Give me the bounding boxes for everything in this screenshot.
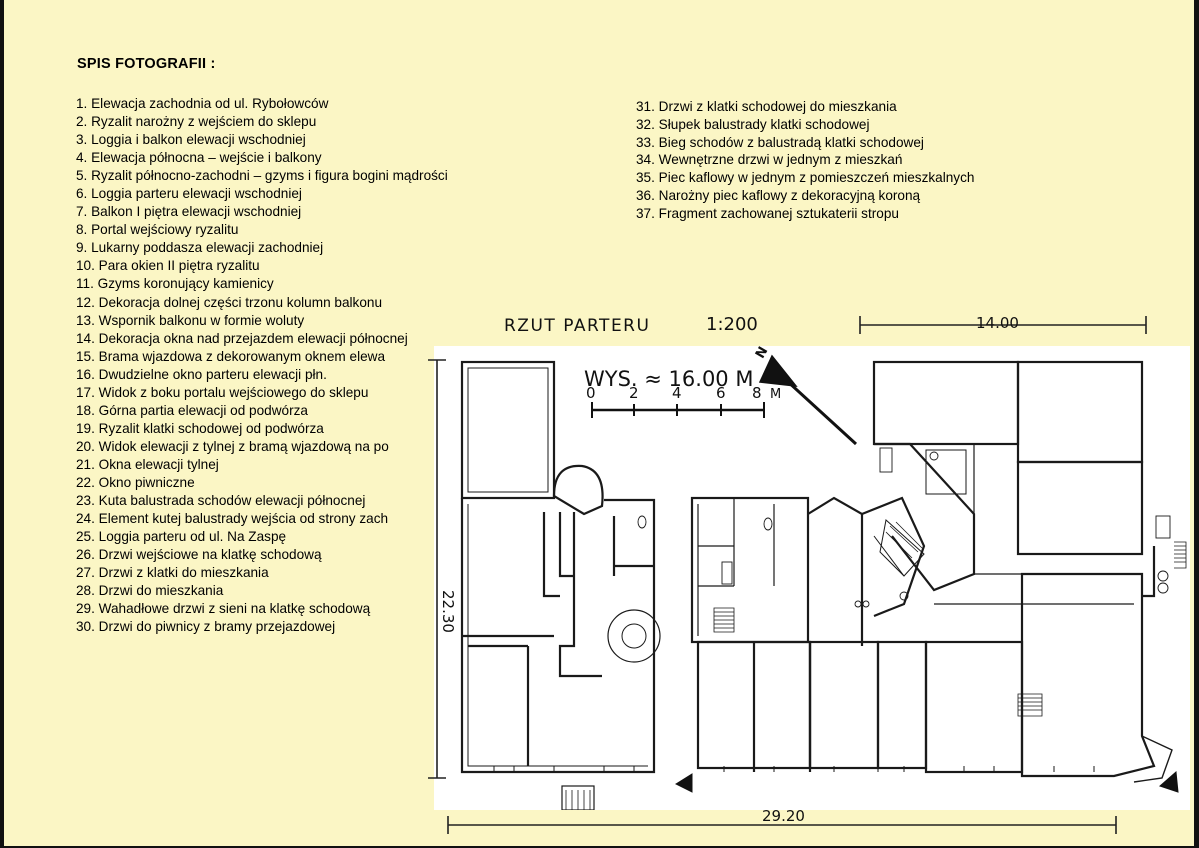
plan-dimensions: RZUT PARTERU 1:200 14.00 29.20 22.30 N [428, 314, 1147, 834]
photo-list-item: 3. Loggia i balkon elewacji wschodniej [76, 132, 306, 148]
photo-list-item: 33. Bieg schodów z balustradą klatki sch… [636, 134, 924, 150]
photo-list-item: 19. Ryzalit klatki schodowej od podwórza [76, 420, 324, 436]
dimension-bottom: 29.20 [762, 807, 805, 825]
photo-list-item: 15. Brama wjazdowa z dekorowanym oknem e… [76, 348, 386, 364]
photo-list-item: 9. Lukarny poddasza elewacji zachodniej [76, 240, 324, 256]
photo-list-item: 22. Okno piwniczne [76, 474, 195, 490]
photo-list-item: 17. Widok z boku portalu wejściowego do … [76, 384, 369, 400]
scale-label-0: 0 [586, 384, 596, 402]
photo-list-item: 6. Loggia parteru elewacji wschodniej [76, 186, 302, 202]
photo-list-item: 32. Słupek balustrady klatki schodowej [636, 116, 870, 132]
photo-list-item: 35. Piec kaflowy w jednym z pomieszczeń … [636, 170, 975, 186]
photo-list-item: 13. Wspornik balkonu w formie woluty [76, 312, 305, 328]
height-note: WYS. ≈ 16.00 M [584, 367, 753, 391]
photo-list-item: 26. Drzwi wejściowe na klatkę schodową [76, 547, 322, 563]
photo-list-item: 14. Dekoracja okna nad przejazdem elewac… [76, 330, 408, 346]
photo-list-item: 34. Wewnętrzne drzwi w jednym z mieszkań [636, 152, 903, 168]
photo-list-item: 2. Ryzalit narożny z wejściem do sklepu [76, 114, 317, 130]
scale-label-6: 6 [716, 384, 726, 402]
photo-list-item: 7. Balkon I piętra elewacji wschodniej [76, 204, 302, 220]
list-heading: SPIS FOTOGRAFII : [77, 56, 216, 72]
photo-list-item: 16. Dwudzielne okno parteru elewacji płn… [76, 366, 327, 382]
photo-list-right: 31. Drzwi z klatki schodowej do mieszkan… [636, 98, 974, 223]
scale-label-8: 8 [752, 384, 762, 402]
photo-list-item: 5. Ryzalit północno-zachodni – gzyms i f… [76, 168, 448, 184]
photo-list-item: 25. Loggia parteru od ul. Na Zaspę [76, 529, 287, 545]
floor-plan-drawing: WYS. ≈ 16.00 M 0 2 4 6 8 M [460, 354, 1187, 811]
photo-list-item: 30. Drzwi do piwnicy z bramy przejazdowe… [76, 619, 336, 635]
photo-list-left: 1. Elewacja zachodnia od ul. Rybołowców 2… [76, 95, 448, 636]
plan-title: RZUT PARTERU [504, 316, 650, 336]
photo-list-item: 29. Wahadłowe drzwi z sieni na klatkę sc… [76, 601, 371, 617]
photo-list-item: 36. Narożny piec kaflowy z dekoracyjną k… [636, 187, 921, 203]
photo-list-item: 21. Okna elewacji tylnej [76, 456, 219, 472]
photo-list-item: 10. Para okien II piętra ryzalitu [76, 258, 260, 274]
photo-list-item: 24. Element kutej balustrady wejścia od … [76, 511, 389, 527]
floor-plan: WYS. ≈ 16.00 M 0 2 4 6 8 M [434, 346, 1190, 811]
photo-list-item: 37. Fragment zachowanej sztukaterii stro… [636, 205, 899, 221]
dimension-top: 14.00 [976, 314, 1019, 332]
scale-label-2: 2 [629, 384, 639, 402]
photo-list-item: 11. Gzyms koronujący kamienicy [76, 276, 274, 292]
photo-list-item: 4. Elewacja północna – wejście i balkony [76, 150, 322, 166]
photo-list-item: 20. Widok elewacji z tylnej z bramą wjaz… [76, 438, 389, 454]
photo-list-item: 28. Drzwi do mieszkania [76, 583, 224, 599]
plan-scale: 1:200 [706, 314, 758, 335]
photo-list-item: 18. Górna partia elewacji od podwórza [76, 402, 308, 418]
photo-list-item: 8. Portal wejściowy ryzalitu [76, 222, 239, 238]
photo-list-item: 31. Drzwi z klatki schodowej do mieszkan… [636, 99, 897, 114]
photo-list-item: 23. Kuta balustrada schodów elewacji pół… [76, 493, 366, 509]
scale-unit: M [770, 387, 781, 402]
document-page: SPIS FOTOGRAFII : 1. Elewacja zachodnia … [4, 0, 1194, 846]
north-label: N [753, 344, 771, 361]
photo-list-item: 1. Elewacja zachodnia od ul. Rybołowców [76, 96, 329, 111]
scale-label-4: 4 [672, 384, 682, 402]
photo-list-item: 27. Drzwi z klatki do mieszkania [76, 565, 269, 581]
dimension-left: 22.30 [439, 590, 457, 633]
scale-bar-labels: 0 2 4 6 8 M [586, 384, 781, 402]
photo-list-item: 12. Dekoracja dolnej części trzonu kolum… [76, 294, 383, 310]
